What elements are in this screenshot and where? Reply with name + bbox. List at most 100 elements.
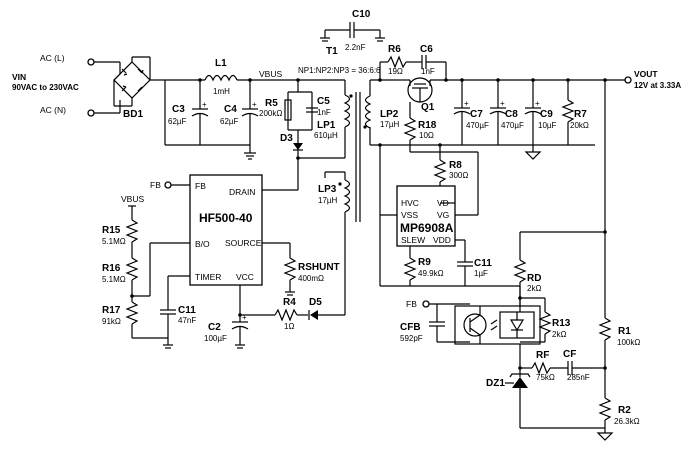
vcc-supply: + C2 100µF R4 1Ω D5 — [204, 285, 345, 349]
r13-label: R13 — [552, 318, 571, 329]
r16-label: R16 — [102, 263, 121, 274]
r9-body — [403, 257, 417, 281]
c3-label: C3 — [172, 104, 185, 115]
c5-value: 1nF — [317, 108, 331, 117]
r15-value: 5.1MΩ — [102, 237, 126, 246]
output-capacitors: + + + C7 470µF C8 470µF C9 10µF R7 20kΩ — [453, 78, 589, 160]
c8-value: 470µF — [501, 121, 524, 130]
r2-label: R2 — [618, 405, 631, 416]
bo-divider: VBUS R15 5.1MΩ R16 5.1MΩ R17 91kΩ — [102, 194, 190, 339]
lp1-winding — [343, 94, 351, 128]
c2-label: C2 — [208, 322, 221, 333]
c2-value: 100µF — [204, 334, 227, 343]
r9-value: 49.9kΩ — [418, 269, 444, 278]
mp-pin-vss: VSS — [401, 210, 418, 220]
lp1-value: 610µH — [314, 131, 338, 140]
r7-body — [561, 99, 575, 123]
vout-value: 12V at 3.33A — [634, 81, 681, 90]
fb-terminal-hf — [164, 181, 172, 189]
snubber-r6-c6: R6 19Ω C6 1nF — [379, 44, 447, 80]
svg-text:+: + — [464, 99, 469, 108]
rf-label: RF — [536, 350, 549, 361]
vout-terminal — [624, 76, 632, 84]
fb-label-opto: FB — [406, 299, 417, 309]
rshunt-label: RSHUNT — [298, 262, 340, 273]
svg-text:+: + — [202, 100, 207, 109]
rd-body — [513, 259, 527, 283]
l1-label: L1 — [215, 58, 227, 69]
capacitor-c11-timer: C11 47nF — [160, 275, 196, 349]
c11b-label: C11 — [474, 258, 492, 269]
vbus-label: VBUS — [259, 69, 282, 79]
q1-label: Q1 — [421, 102, 435, 113]
c9-label: C9 — [540, 109, 553, 120]
fb-terminal-opto — [422, 300, 430, 308]
rf-value: 75kΩ — [536, 373, 555, 382]
svg-text:+: + — [252, 100, 257, 109]
r5-body — [284, 99, 292, 121]
d3-body — [293, 143, 303, 150]
hf500-pin-vcc: VCC — [236, 272, 254, 282]
hf500-pin-fb: FB — [195, 181, 206, 191]
r2-value: 26.3kΩ — [614, 417, 640, 426]
r5-label: R5 — [265, 98, 278, 109]
r17-label: R17 — [102, 305, 121, 316]
svg-text:+: + — [500, 99, 505, 108]
c4-label: C4 — [224, 104, 237, 115]
lp2-value: 17µH — [380, 120, 400, 129]
c9-value: 10µF — [538, 121, 557, 130]
d5-label: D5 — [309, 297, 322, 308]
capacitor-c3: + C3 62µF — [168, 78, 209, 145]
shunt-rshunt: RSHUNT 400mΩ — [262, 242, 340, 296]
t1-label: T1 — [326, 46, 338, 57]
c11b-value: 1µF — [474, 269, 488, 278]
r18-value: 10Ω — [419, 131, 434, 140]
r17-body — [125, 301, 139, 325]
hf500-pin-source: SOURCE — [225, 238, 262, 248]
r13-body — [538, 311, 552, 335]
d3-label: D3 — [280, 133, 293, 144]
lp2-label: LP2 — [380, 109, 399, 120]
r1-value: 100kΩ — [617, 338, 640, 347]
lp2-winding — [364, 95, 372, 129]
c6-label: C6 — [420, 44, 433, 55]
lp3-value: 17µH — [318, 196, 338, 205]
transformer-t1: T1 NP1:NP2:NP3 = 36:6:6 LP1 610µH LP2 17… — [298, 46, 400, 222]
rshunt-body — [283, 257, 297, 281]
l1-value: 1mH — [213, 87, 230, 96]
r6-value: 19Ω — [388, 67, 403, 76]
cf-value: 285nF — [567, 373, 590, 382]
optocoupler — [454, 305, 541, 345]
cfb-value: 592pF — [400, 334, 423, 343]
svg-text:+: + — [242, 313, 247, 322]
ic-hf500-40: HF500-40 FB DRAIN B/O SOURCE TIMER VCC — [189, 174, 263, 286]
vin-range: 90VAC to 230VAC — [12, 83, 79, 92]
c10-value: 2.2nF — [345, 43, 366, 52]
mosfet-q1: Q1 — [378, 77, 460, 113]
r8-value: 300Ω — [449, 171, 468, 180]
mp6908a-name: MP6908A — [400, 221, 454, 235]
lp3-winding — [343, 179, 351, 213]
hf500-pin-timer: TIMER — [195, 272, 221, 282]
r17-value: 91kΩ — [102, 317, 121, 326]
r7-label: R7 — [574, 109, 587, 120]
capacitor-c4: + C4 62µF — [220, 78, 259, 153]
ground-symbol — [244, 152, 256, 160]
c3-value: 62µF — [168, 117, 187, 126]
hf500-body — [189, 174, 263, 286]
r6-body — [387, 55, 407, 69]
ac-n-label: AC (N) — [40, 105, 66, 115]
hf500-pin-drain: DRAIN — [229, 187, 255, 197]
vbus2-label: VBUS — [121, 194, 144, 204]
c10-label: C10 — [352, 9, 371, 20]
r1-body — [598, 317, 612, 341]
ic-mp6908a: HVC VD VSS VG MP6908A SLEW VDD — [396, 185, 456, 247]
rf-body — [531, 361, 551, 375]
lp3-label: LP3 — [318, 184, 337, 195]
c11-label: C11 — [178, 305, 196, 316]
c11-value: 47nF — [178, 316, 196, 325]
r8-body — [433, 159, 447, 183]
r18-label: R18 — [418, 120, 437, 131]
r9-label: R9 — [418, 257, 431, 268]
